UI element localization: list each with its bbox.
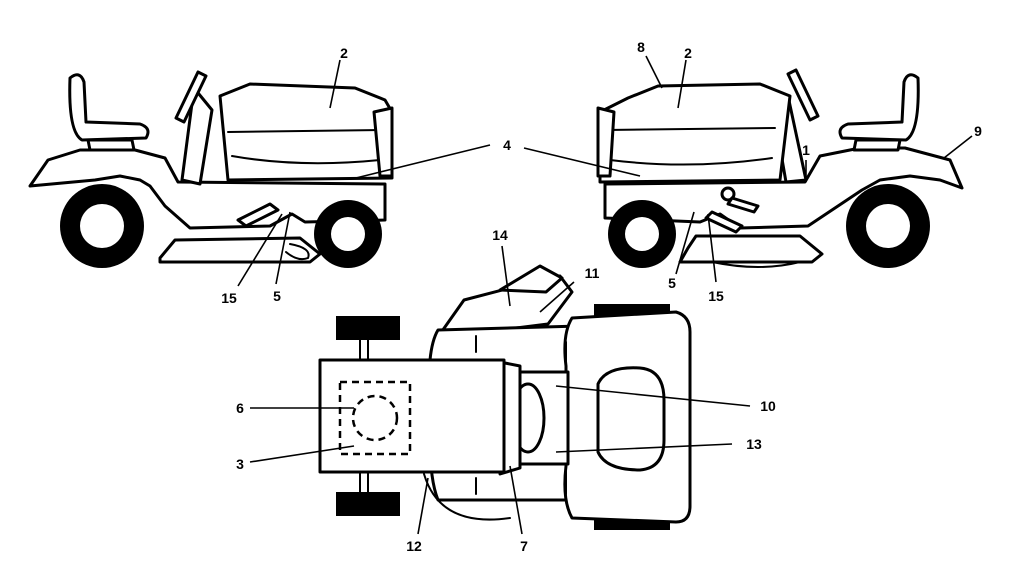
callout-9: 9: [974, 123, 982, 139]
air-filter-outline: [351, 394, 399, 442]
right-lever: [704, 186, 760, 234]
right-side-view: 8 2 1 9 5 15: [523, 39, 982, 304]
left-hood: [218, 82, 394, 182]
callout-8: 8: [637, 39, 645, 55]
callout-1: 1: [802, 142, 810, 158]
top-rear-body: [563, 310, 692, 524]
right-hood: [596, 82, 792, 184]
callout-13: 13: [746, 436, 762, 452]
top-platform: [498, 360, 570, 476]
callout-2-left: 2: [340, 45, 348, 61]
left-seat: [68, 73, 150, 152]
callout-14: 14: [492, 227, 508, 243]
left-steering: [174, 70, 214, 186]
callout-12: 12: [406, 538, 422, 554]
callout-2-right: 2: [684, 45, 692, 61]
callout-3: 3: [236, 456, 244, 472]
left-front-wheel: [314, 200, 382, 268]
left-side-view: 2 4 5 15: [28, 45, 511, 306]
top-front-tire-upper: [336, 316, 400, 340]
callout-11: 11: [585, 265, 600, 281]
right-seat: [838, 73, 920, 152]
left-rear-wheel: [60, 184, 144, 268]
right-front-wheel: [608, 200, 676, 268]
top-hood: [318, 358, 506, 474]
callout-4: 4: [503, 137, 511, 153]
top-front-tire-lower: [336, 492, 400, 516]
callout-10: 10: [760, 398, 776, 414]
callout-6: 6: [236, 400, 244, 416]
callout-7: 7: [520, 538, 528, 554]
right-mower-deck: [678, 234, 824, 268]
callout-5-right: 5: [668, 275, 676, 291]
top-view: 14 11 6 3 10 13 12 7: [236, 227, 776, 554]
callout-15-right: 15: [708, 288, 724, 304]
callout-5-left: 5: [273, 288, 281, 304]
left-lift-lever: [236, 202, 280, 228]
right-rear-wheel: [846, 184, 930, 268]
callout-15-left: 15: [221, 290, 237, 306]
left-mower-deck: [158, 236, 322, 264]
